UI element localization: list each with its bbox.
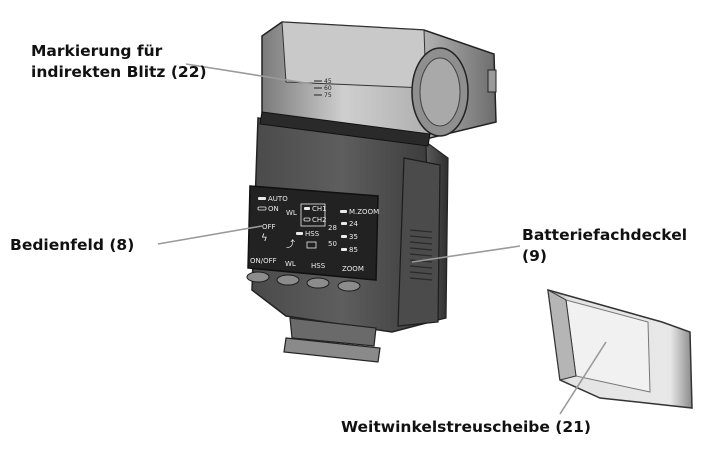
flash-bolt-icon: ϟ: [261, 233, 268, 244]
hss-button[interactable]: [306, 277, 330, 289]
ch1-led: [304, 207, 310, 210]
control-panel: AUTO ON OFF ϟ WL CH1 CH2 HSS ⤴ M.ZOOM 28: [246, 185, 379, 292]
panel-on-label: ON: [268, 205, 279, 213]
panel-zoom-50: 50: [328, 240, 337, 248]
bounce-mark-60: 60: [324, 85, 332, 92]
callout-bounce-mark: Markierung für indirekten Blitz (22): [31, 41, 207, 83]
leader-battery-cover: [411, 245, 521, 263]
zoom24-led: [341, 222, 347, 225]
hot-shoe-foot: [283, 317, 381, 363]
callout-battery-cover-line2: (9): [522, 247, 547, 265]
leader-control-panel: [157, 225, 263, 245]
zoom35-led: [341, 235, 347, 238]
remote-icon: ⤴: [286, 238, 295, 250]
panel-hss-label: HSS: [305, 230, 320, 238]
callout-battery-cover: Batteriefachdeckel (9): [522, 225, 687, 267]
zoom-button[interactable]: [337, 280, 361, 292]
auto-led: [258, 197, 266, 200]
callout-wide-panel: Weitwinkelstreuscheibe (21): [341, 417, 591, 438]
button-label-onoff: ON/OFF: [250, 257, 277, 265]
panel-off-label: OFF: [262, 223, 276, 231]
callout-control-panel-text: Bedienfeld (8): [10, 236, 135, 254]
panel-zoom-35: 35: [349, 233, 358, 241]
callout-bounce-mark-line1: Markierung für: [31, 42, 163, 60]
on-led: [257, 206, 267, 211]
hss-led: [296, 232, 303, 235]
panel-ch2-label: CH2: [312, 216, 327, 224]
bounce-angle-scale: 45 60 75: [314, 78, 332, 99]
wide-panel-diffuser: [547, 288, 693, 409]
flash-head: 45 60 75: [259, 21, 497, 147]
callout-wide-panel-text: Weitwinkelstreuscheibe (21): [341, 418, 592, 436]
wl-button[interactable]: [276, 274, 300, 286]
button-label-hss: HSS: [311, 262, 326, 270]
bounce-mark-45: 45: [324, 78, 332, 85]
mzoom-led: [340, 210, 347, 213]
callout-battery-cover-line1: Batteriefachdeckel: [522, 226, 688, 244]
leader-lines: [157, 63, 607, 415]
callout-bounce-mark-line2: indirekten Blitz (22): [31, 63, 207, 81]
button-label-zoom: ZOOM: [342, 265, 364, 273]
panel-auto-label: AUTO: [268, 195, 288, 203]
battery-cover: [397, 157, 441, 327]
button-label-wl: WL: [285, 260, 296, 268]
leader-bounce-mark: [185, 63, 313, 85]
panel-zoom-85: 85: [349, 246, 358, 254]
onoff-button[interactable]: [246, 271, 270, 283]
camera-icon: [306, 241, 317, 249]
bounce-mark-75: 75: [324, 92, 332, 99]
ch2-led: [303, 217, 311, 222]
callout-control-panel: Bedienfeld (8): [10, 235, 134, 256]
zoom85-led: [341, 248, 347, 251]
leader-wide-panel: [559, 341, 607, 415]
panel-zoom-24: 24: [349, 220, 358, 228]
panel-wl-label: WL: [286, 209, 297, 217]
panel-ch1-label: CH1: [312, 205, 327, 213]
panel-zoom-28: 28: [328, 224, 337, 232]
panel-mzoom-label: M.ZOOM: [349, 208, 379, 216]
